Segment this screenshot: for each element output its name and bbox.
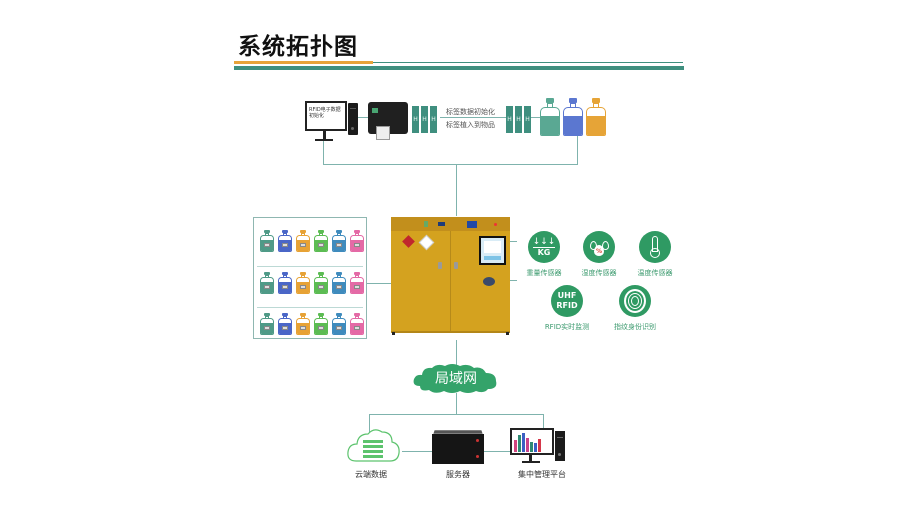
connector-line xyxy=(456,164,457,216)
bottle-icon xyxy=(260,313,274,335)
tag-process-label-1: 标签数据初始化 xyxy=(446,108,495,116)
humidity-icon: % xyxy=(583,231,615,263)
bottle-icon xyxy=(586,98,606,136)
shelf-row xyxy=(260,272,364,294)
rfid-tag-icon: H xyxy=(430,106,437,133)
bottle-icon xyxy=(278,272,292,294)
connector-line xyxy=(505,241,517,242)
bottle-icon xyxy=(296,272,310,294)
bottle-icon xyxy=(296,230,310,252)
rfid-printer xyxy=(368,102,408,140)
server-icon xyxy=(432,430,484,464)
connector-line xyxy=(456,393,457,415)
connector-line xyxy=(323,138,324,165)
smart-cabinet xyxy=(391,217,513,335)
bottle-icon xyxy=(278,230,292,252)
tagged-bottles xyxy=(540,98,606,136)
bottle-icon xyxy=(314,313,328,335)
bottle-icon xyxy=(332,272,346,294)
page-title: 系统拓扑图 xyxy=(238,34,358,60)
bottle-icon xyxy=(260,230,274,252)
connector-line xyxy=(543,414,544,432)
bottle-icon xyxy=(260,272,274,294)
connector-line xyxy=(402,451,432,452)
connector-line xyxy=(505,280,517,281)
shelf-divider xyxy=(257,266,363,267)
storage-shelf xyxy=(253,217,367,339)
touch-screen[interactable] xyxy=(479,236,506,265)
bottle-icon xyxy=(314,230,328,252)
bottle-icon xyxy=(563,98,583,136)
server-label: 服务器 xyxy=(446,470,470,479)
connector-line xyxy=(577,135,578,165)
connector-line xyxy=(369,414,370,432)
bottle-icon xyxy=(332,230,346,252)
bottle-icon xyxy=(296,313,310,335)
monitor-label: RFID电子数据初始化 xyxy=(309,107,341,119)
connector-line xyxy=(484,451,510,452)
rfid-tag-icon: H xyxy=(412,106,419,133)
platform-chart-bar xyxy=(526,438,529,452)
platform-chart-bar xyxy=(522,433,525,452)
platform-chart-bar xyxy=(530,442,533,452)
sensor-label-temperature: 温度传感器 xyxy=(637,269,673,277)
connector-line xyxy=(369,414,543,415)
shelf-row xyxy=(260,313,364,335)
platform-pc-tower xyxy=(555,431,565,461)
lan-label: 局域网 xyxy=(435,371,477,387)
platform-chart-bar xyxy=(514,440,517,452)
tag-process-label-2: 标签植入到物品 xyxy=(446,121,495,129)
lan-cloud-icon xyxy=(413,364,497,393)
sensor-label-fingerprint: 指纹身份识别 xyxy=(614,323,656,331)
connector-line xyxy=(366,283,391,284)
platform-label: 集中管理平台 xyxy=(518,470,566,479)
rfid-tag-icon: H xyxy=(515,106,522,133)
uhf-rfid-icon: UHF RFID xyxy=(551,285,583,317)
shelf-row xyxy=(260,230,364,252)
monitor: RFID电子数据初始化 xyxy=(305,101,347,141)
title-underline-teal xyxy=(234,66,684,70)
connector-line xyxy=(323,164,578,165)
bottle-icon xyxy=(332,313,346,335)
rfid-tag-icon: H xyxy=(524,106,531,133)
connector-line xyxy=(354,117,368,118)
shelf-divider xyxy=(257,307,363,308)
title-underline-thin xyxy=(373,62,683,63)
sensor-label-weight: 重量传感器 xyxy=(526,269,562,277)
rfid-tag-icon: H xyxy=(506,106,513,133)
bottle-icon xyxy=(278,313,292,335)
platform-chart-bar xyxy=(518,435,521,452)
cabinet-handle xyxy=(438,262,442,269)
fingerprint-reader[interactable] xyxy=(483,277,495,286)
platform-chart-bar xyxy=(538,439,541,452)
title-underline-orange xyxy=(234,61,373,64)
rfid-tag-icon: H xyxy=(421,106,428,133)
bottle-icon xyxy=(350,272,364,294)
sensor-label-humidity: 湿度传感器 xyxy=(581,269,617,277)
bottle-icon xyxy=(350,230,364,252)
connector-line xyxy=(530,117,540,118)
weight-kg-icon: ↓↓↓ KG xyxy=(528,231,560,263)
bottle-icon xyxy=(314,272,328,294)
cloud-data-label: 云端数据 xyxy=(355,470,387,479)
bottle-icon xyxy=(350,313,364,335)
pc-tower xyxy=(348,103,358,135)
thermometer-icon xyxy=(639,231,671,263)
connector-line xyxy=(456,340,457,365)
management-monitor xyxy=(510,428,554,463)
fingerprint-icon xyxy=(619,285,651,317)
connector-line xyxy=(440,117,506,118)
bottle-icon xyxy=(540,98,560,136)
cabinet-handle xyxy=(454,262,458,269)
cloud-data-icon xyxy=(347,429,400,462)
sensor-label-rfid: RFID实时监测 xyxy=(544,323,590,331)
platform-chart-bar xyxy=(534,443,537,452)
